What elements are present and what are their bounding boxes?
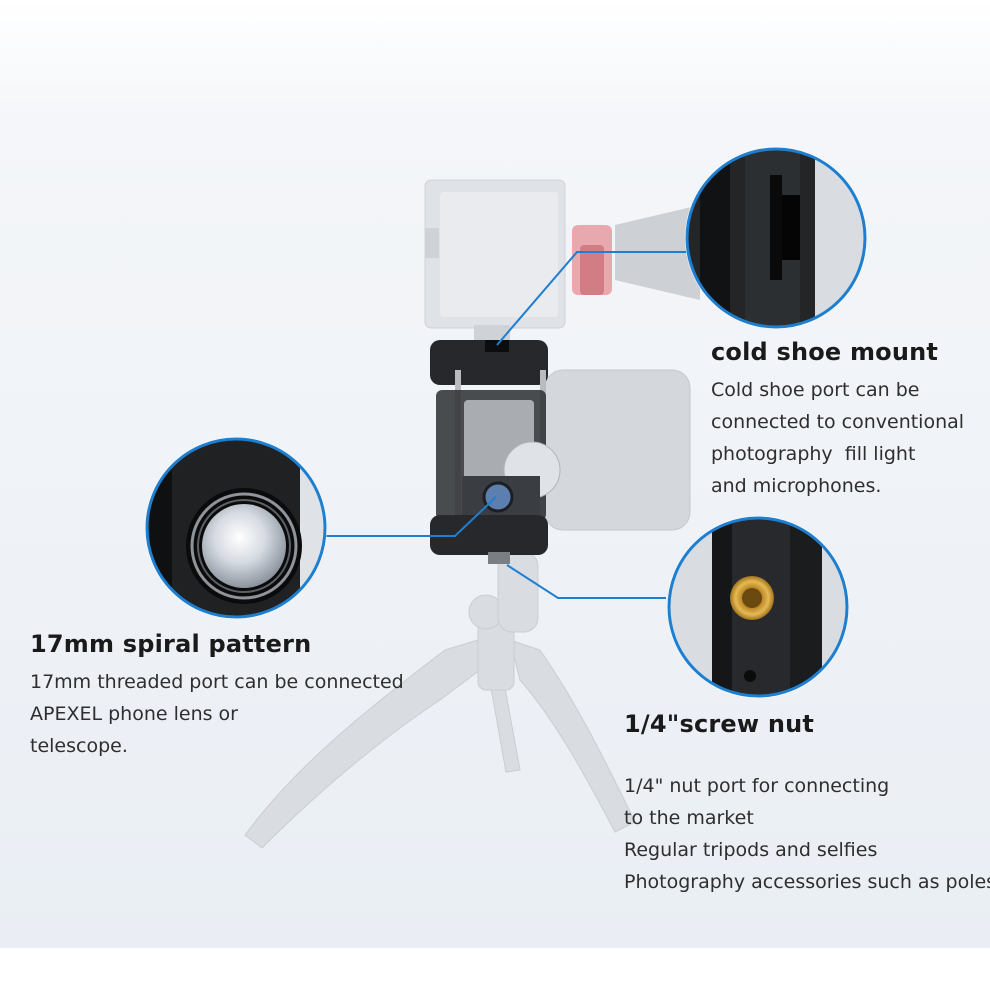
screw-nut-description-line: 1/4" nut port for connecting [624,775,890,797]
spiral-lens-glass [202,504,286,588]
magnifier-ring-spiral [145,437,327,619]
clip-cold-shoe-slot [485,340,509,352]
leader-line-spiral [324,496,497,537]
spiral-pattern-description: 17mm threaded port can be connected APEX… [30,666,404,762]
screw-nut-title: 1/4"screw nut [624,710,815,738]
screw-nut-hole [744,670,756,682]
tripod [244,551,636,849]
tripod-leg-left [244,639,481,849]
led-light [424,179,566,345]
leader-line-cold-shoe [496,251,690,346]
screw-magnifier [667,516,849,698]
led-light-panel [440,192,558,317]
screw-nut-description-line: to the market [624,807,754,829]
phone-body [544,369,691,531]
magnifier-ring-screw [667,516,849,698]
clip-screw-port [488,552,510,564]
spiral-description-line: APEXEL phone lens or [30,703,238,725]
bottom-band [0,948,990,990]
cold-shoe-description: Cold shoe port can be connected to conve… [711,374,964,502]
spiral-description-line: telescope. [30,735,128,757]
microphone-clip [580,245,604,295]
screw-nut-description-line: Regular tripods and selfies [624,839,878,861]
phone-clip [430,340,561,564]
spiral-description-line: 17mm threaded port can be connected [30,671,404,693]
screw-nut-description-line: Photography accessories such as poles. [624,871,990,893]
cold-shoe-title: cold shoe mount [711,338,939,366]
cold-shoe-description-line: and microphones. [711,475,882,497]
spiral-pattern-title: 17mm spiral pattern [30,630,312,658]
leader-lines [324,251,690,599]
cold-shoe-description-line: Cold shoe port can be [711,379,920,401]
tripod-leg-right [509,639,636,833]
cold-shoe-description-line: connected to conventional [711,411,965,433]
cold-shoe-magnifier [685,147,867,329]
led-light-button [425,228,439,258]
cold-shoe-slot-detail [770,175,782,280]
cold-shoe-description-line: photography fill light [711,443,916,465]
screw-nut-description: 1/4" nut port for connecting to the mark… [624,770,990,898]
leader-line-screw [506,564,666,599]
clip-bottom-jaw [430,515,548,555]
clip-lens-port [482,481,514,513]
magnifier-ring-cold-shoe [685,147,867,329]
spiral-magnifier [145,437,327,619]
